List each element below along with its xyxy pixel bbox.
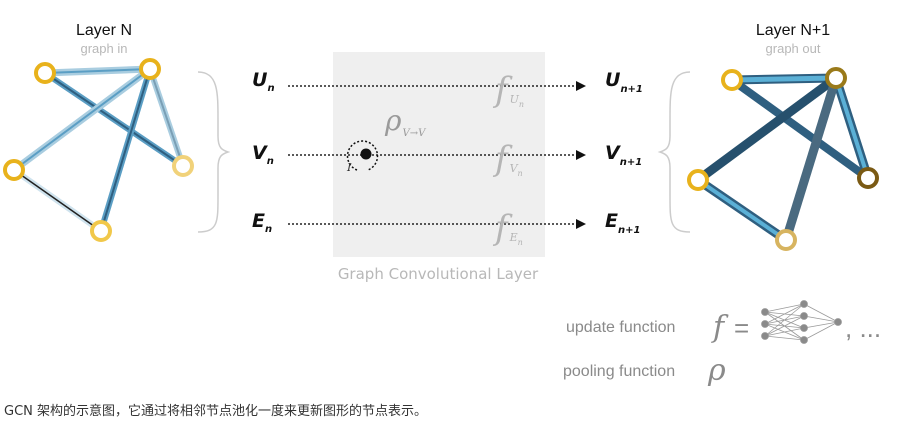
output-label-u: Un+1 <box>605 69 643 95</box>
graph-edge <box>100 68 151 232</box>
graph-node <box>34 62 56 84</box>
graph-edge <box>695 74 839 184</box>
right-graph: Layer N+1 graph out <box>687 22 879 251</box>
output-label-v: Vn+1 <box>605 142 642 168</box>
graph-node <box>172 155 194 177</box>
right-graph-title: Layer N+1 <box>756 22 830 39</box>
output-label-e: En+1 <box>605 210 640 236</box>
left-brace <box>197 71 231 233</box>
graph-edge <box>44 68 151 74</box>
update-function-ellipsis: , ... <box>845 313 881 343</box>
graph-edge <box>13 68 151 171</box>
graph-node <box>775 229 797 251</box>
graph-node <box>687 169 709 191</box>
input-labels: Un Vn En <box>252 69 275 235</box>
graph-node <box>825 67 847 89</box>
left-graph: Layer N graph in <box>3 22 194 242</box>
neural-network-icon <box>761 300 842 344</box>
update-function-label: update function <box>566 319 675 336</box>
input-label-v: Vn <box>252 142 274 167</box>
input-label-e: En <box>252 210 272 235</box>
right-graph-subtitle: graph out <box>766 41 821 56</box>
graph-node <box>857 167 879 189</box>
graph-edge <box>44 72 184 167</box>
graph-edge <box>729 76 871 182</box>
graph-node <box>90 220 112 242</box>
graph-edge <box>149 68 184 167</box>
update-function-equals: = <box>734 313 749 343</box>
pooling-node <box>360 148 372 160</box>
update-function-symbol: f <box>711 310 729 345</box>
graph-node <box>139 58 161 80</box>
graph-edge <box>696 178 788 242</box>
figure-caption: GCN 架构的示意图，它通过将相邻节点池化一度来更新图形的节点表示。 <box>4 404 428 419</box>
legend: update function f = , ... pooling functi… <box>563 300 881 388</box>
graph-node <box>3 159 25 181</box>
graph-edge <box>731 75 837 83</box>
pooling-loop <box>346 140 379 171</box>
graph-node <box>721 69 743 91</box>
graph-edge <box>834 77 870 179</box>
graph-edge <box>781 76 841 242</box>
left-graph-title: Layer N <box>76 22 132 39</box>
gcn-layer-label: Graph Convolutional Layer <box>338 265 539 283</box>
input-label-u: Un <box>252 69 275 94</box>
pooling-symbol: ρV→V <box>384 104 427 139</box>
output-labels: Un+1 Vn+1 En+1 <box>605 69 643 236</box>
graph-edge <box>13 169 102 232</box>
pooling-small-label: I <box>346 161 352 174</box>
right-brace <box>657 71 691 233</box>
pooling-function-label: pooling function <box>563 363 675 380</box>
left-graph-subtitle: graph in <box>81 41 128 56</box>
pooling-function-symbol: ρ <box>707 353 726 388</box>
